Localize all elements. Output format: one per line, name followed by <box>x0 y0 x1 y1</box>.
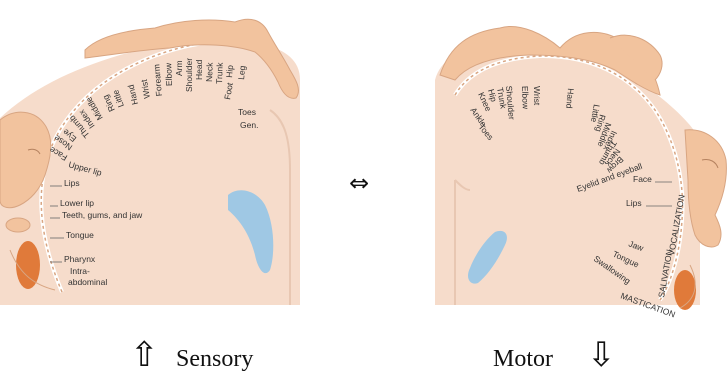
sensory-caption-group: ⇧ Sensory <box>130 335 253 374</box>
label-lips: Lips <box>64 178 80 188</box>
up-arrow-icon: ⇧ <box>130 335 159 374</box>
label-arm: Arm <box>174 60 184 76</box>
label-gen: Gen. <box>240 120 258 130</box>
label-abdominal: abdominal <box>68 277 107 287</box>
down-arrow-icon: ⇩ <box>587 335 616 374</box>
label-neck: Neck <box>204 62 215 82</box>
label-motor-lips: Lips <box>626 198 642 208</box>
motor-caption-group: Motor ⇩ <box>493 335 616 374</box>
label-motor-hand: Hand <box>564 88 576 109</box>
motor-tongue <box>674 270 696 310</box>
label-motor-elbow: Elbow <box>520 86 531 110</box>
sensory-diagram: Toes Gen. Foot Leg Hip Trunk Neck Head S… <box>0 19 300 305</box>
label-motor-wrist: Wrist <box>532 86 542 106</box>
label-pharynx: Pharynx <box>64 254 96 264</box>
sensory-tongue <box>16 241 40 289</box>
label-toes: Toes <box>238 107 256 117</box>
label-teeth-gums-jaw: Teeth, gums, and jaw <box>62 210 143 220</box>
sensory-mouth <box>6 218 30 232</box>
label-motor-face: Face <box>633 174 652 184</box>
label-elbow: Elbow <box>163 62 174 86</box>
sensory-caption: Sensory <box>176 346 253 372</box>
label-tongue: Tongue <box>66 230 94 240</box>
label-trunk: Trunk <box>214 62 225 84</box>
motor-diagram: Toes Ankle Knee Hip Trunk Shoulder Elbow… <box>435 26 726 319</box>
motor-caption: Motor <box>493 346 553 372</box>
label-shoulder: Shoulder <box>184 58 194 92</box>
label-leg: Leg <box>236 65 247 80</box>
label-hip: Hip <box>224 64 235 78</box>
label-lower-lip: Lower lip <box>60 198 94 208</box>
label-intra: Intra- <box>70 266 90 276</box>
bidirectional-arrow-icon: ⇔ <box>349 169 369 197</box>
label-head: Head <box>194 59 204 80</box>
